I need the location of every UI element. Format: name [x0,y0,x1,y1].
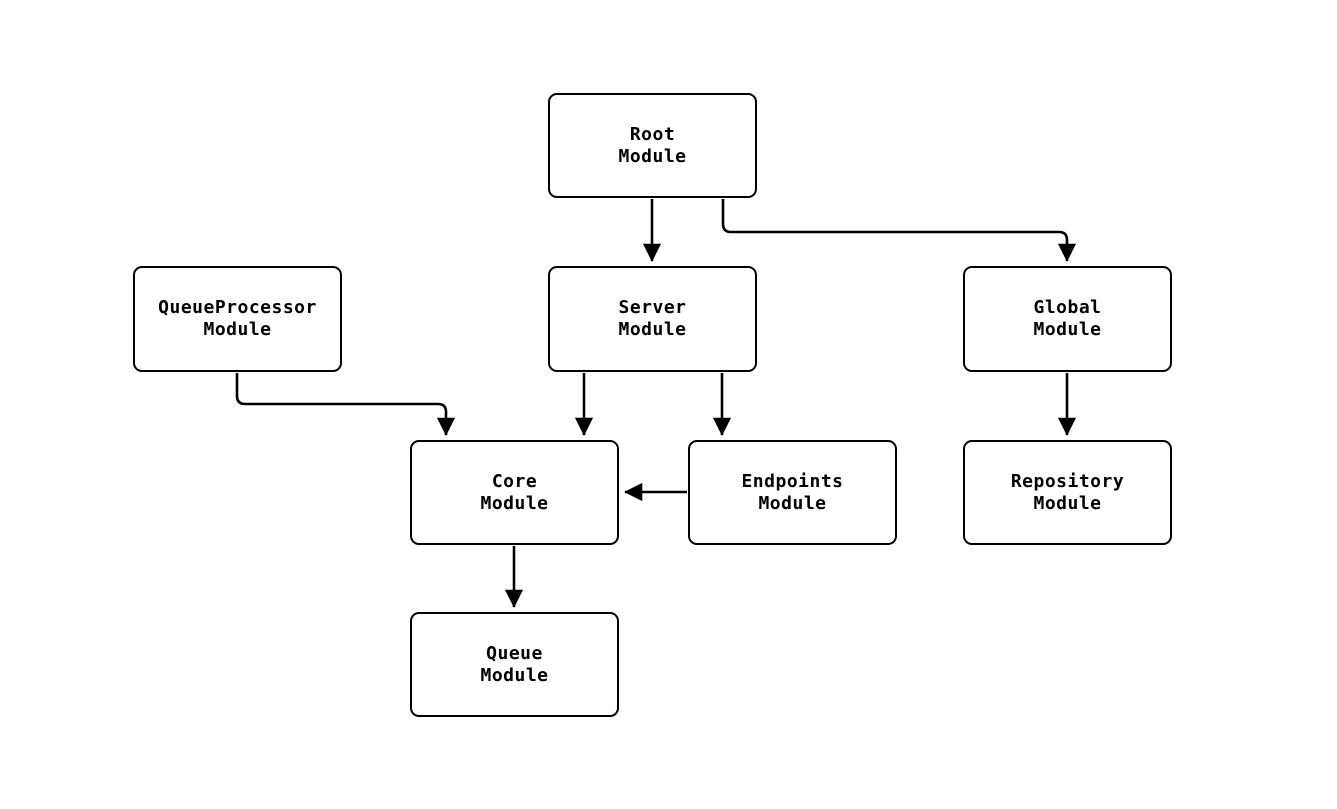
node-repository-module: Repository Module [963,440,1172,545]
edge-queueprocessor-to-core [235,373,456,436]
node-queueprocessor-module: QueueProcessor Module [133,266,342,372]
node-global-module: Global Module [963,266,1172,372]
node-server-module: Server Module [548,266,757,372]
node-core-module: Core Module [410,440,619,545]
edge-root-to-global [721,199,1077,262]
node-endpoints-module: Endpoints Module [688,440,897,545]
node-queue-module: Queue Module [410,612,619,717]
node-root-module: Root Module [548,93,757,198]
